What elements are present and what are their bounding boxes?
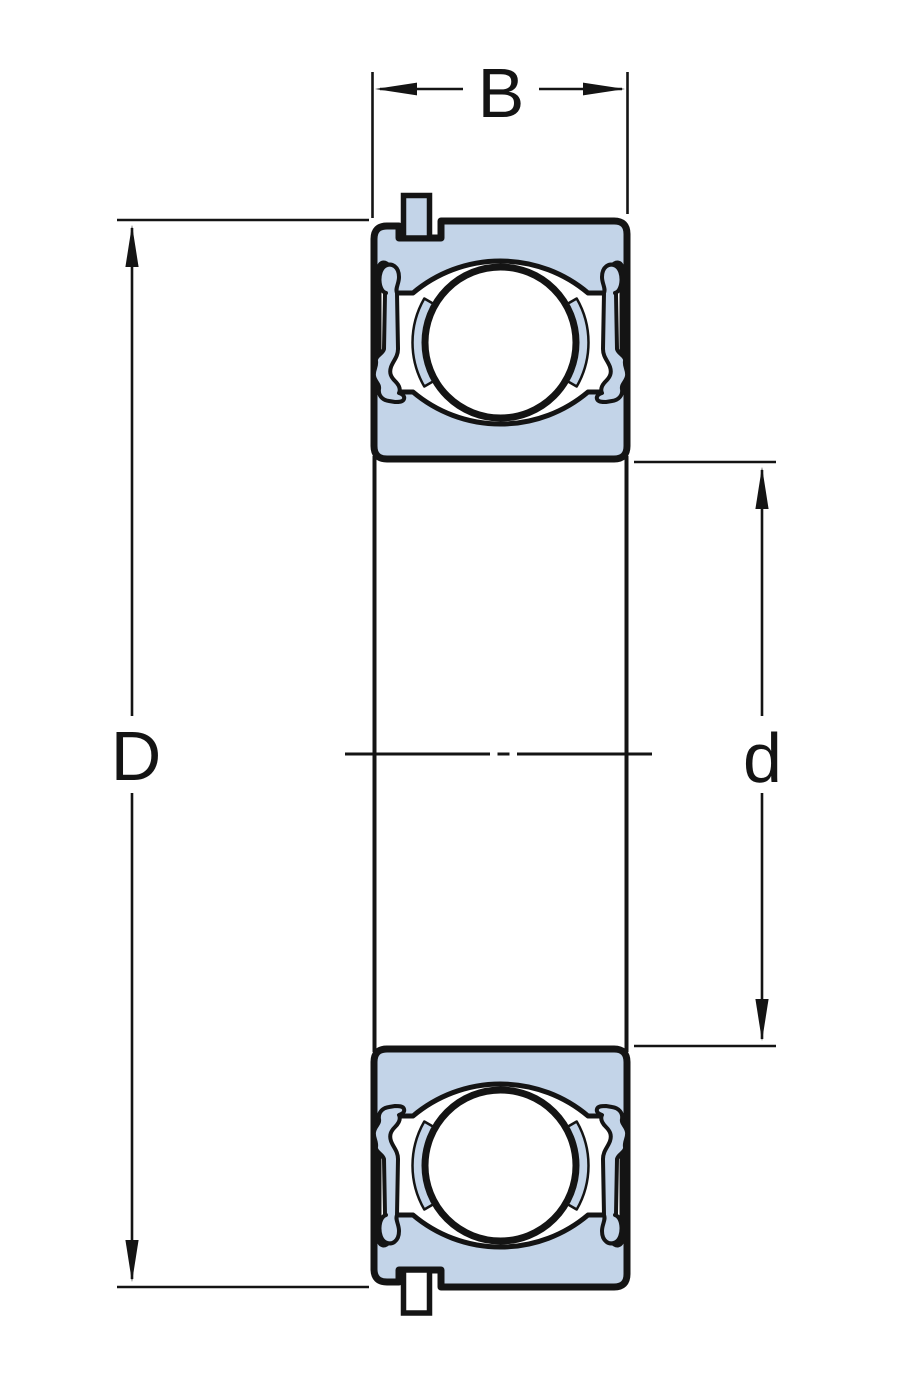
d-bore-arrow-up — [755, 467, 769, 509]
bearing-section-bottom — [374, 1049, 627, 1287]
dimension-B: B — [371, 54, 629, 218]
d-bore-label: d — [743, 719, 782, 797]
d-bore-arrow-down — [755, 999, 769, 1041]
b-arrow-right — [583, 82, 625, 96]
d-outer-arrow-down — [125, 1240, 139, 1282]
dimension-D: D — [111, 218, 369, 1289]
d-outer-arrow-up — [125, 225, 139, 267]
d-outer-label: D — [111, 717, 162, 795]
dimension-d: d — [634, 460, 782, 1048]
b-arrow-left — [375, 82, 417, 96]
b-label: B — [478, 54, 525, 132]
snap-ring-top — [400, 192, 433, 241]
bearing-section-top — [374, 221, 627, 459]
side-silhouette-lines — [372, 456, 629, 1052]
snap-ring-bottom — [400, 1267, 433, 1316]
